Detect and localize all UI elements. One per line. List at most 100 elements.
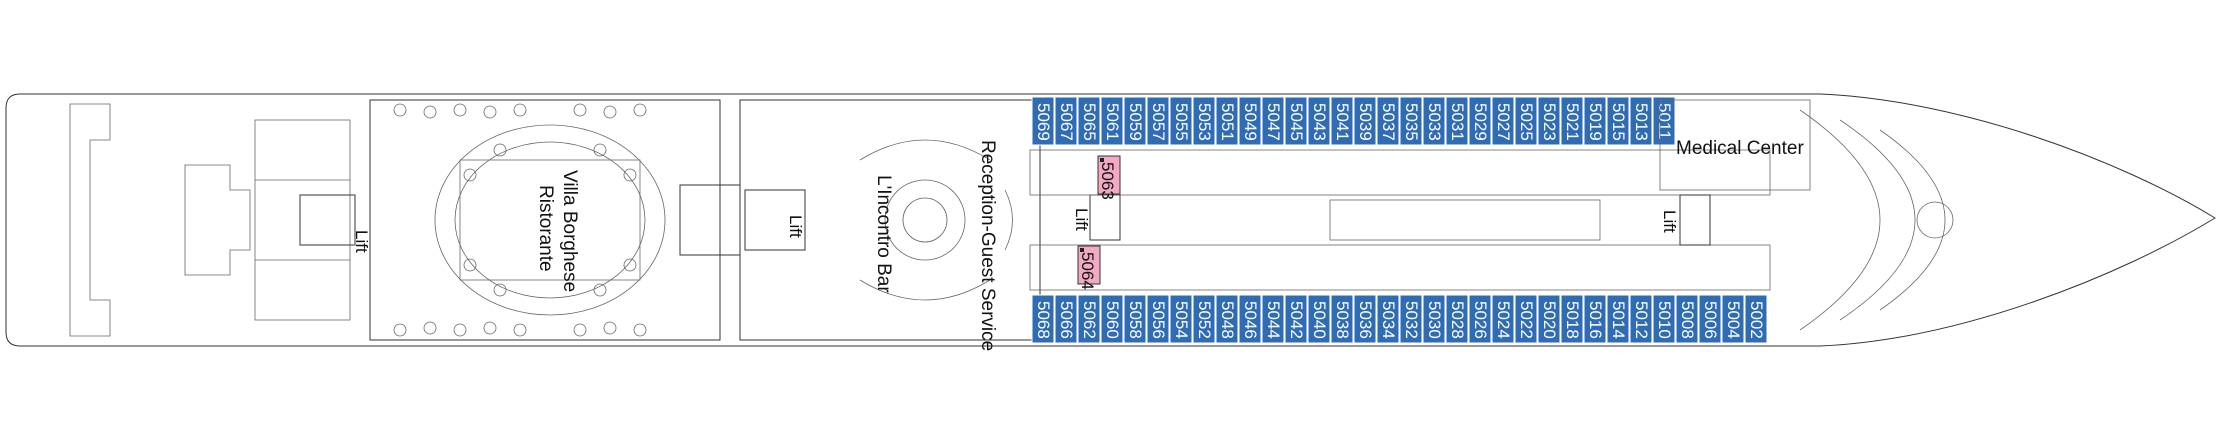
cabin-5043[interactable]: 5043 <box>1307 96 1331 146</box>
cabin-5052-number: 5052 <box>1195 301 1214 339</box>
cabin-5023-number: 5023 <box>1540 103 1559 141</box>
cabin-5011-box <box>1652 96 1676 146</box>
cabin-5028[interactable]: 5028 <box>1445 294 1469 344</box>
cabin-5052[interactable]: 5052 <box>1192 294 1216 344</box>
cabin-5053-number: 5053 <box>1195 103 1214 141</box>
cabin-5054[interactable]: 5054 <box>1169 294 1193 344</box>
cabin-5048[interactable]: 5048 <box>1215 294 1239 344</box>
cabin-5036[interactable]: 5036 <box>1353 294 1377 344</box>
cabin-5068[interactable]: 5068 <box>1031 294 1055 344</box>
cabin-5018-number: 5018 <box>1563 301 1582 339</box>
cabin-5018-box <box>1560 294 1584 344</box>
cabin-5010-box <box>1652 294 1676 344</box>
cabin-5057[interactable]: 5057 <box>1146 96 1170 146</box>
cabin-5041[interactable]: 5041 <box>1330 96 1354 146</box>
medical-center-label: Medical Center <box>1676 138 1804 159</box>
cabin-5026[interactable]: 5026 <box>1468 294 1492 344</box>
cabin-5040[interactable]: 5040 <box>1307 294 1331 344</box>
cabin-5006[interactable]: 5006 <box>1698 294 1722 344</box>
stern-detail <box>69 103 111 337</box>
cabin-5015[interactable]: 5015 <box>1606 96 1630 146</box>
table-icon <box>513 323 527 337</box>
cabin-5021-box <box>1560 96 1584 146</box>
cabin-5013[interactable]: 5013 <box>1629 96 1653 146</box>
cabin-5047[interactable]: 5047 <box>1261 96 1285 146</box>
cabin-5019[interactable]: 5019 <box>1583 96 1607 146</box>
table-icon <box>603 105 617 119</box>
cabin-5037[interactable]: 5037 <box>1376 96 1400 146</box>
cabin-5064[interactable]: 5064 <box>1077 245 1101 290</box>
cabin-5027[interactable]: 5027 <box>1491 96 1515 146</box>
cabin-5038[interactable]: 5038 <box>1330 294 1354 344</box>
cabin-5004[interactable]: 5004 <box>1721 294 1745 344</box>
cabin-5025[interactable]: 5025 <box>1514 96 1538 146</box>
cabin-5035-number: 5035 <box>1402 103 1421 141</box>
cabin-5034-number: 5034 <box>1379 301 1398 339</box>
cabin-5027-number: 5027 <box>1494 103 1513 141</box>
fwd-lift-block-1 <box>1089 194 1121 241</box>
cabin-5010[interactable]: 5010 <box>1652 294 1676 344</box>
cabin-5004-box <box>1721 294 1745 344</box>
cabin-5029[interactable]: 5029 <box>1468 96 1492 146</box>
cabin-5026-box <box>1468 294 1492 344</box>
cabin-5014[interactable]: 5014 <box>1606 294 1630 344</box>
cabin-5012[interactable]: 5012 <box>1629 294 1653 344</box>
table-icon <box>493 283 507 297</box>
cabin-5034[interactable]: 5034 <box>1376 294 1400 344</box>
cabin-5051[interactable]: 5051 <box>1215 96 1239 146</box>
cabin-5055[interactable]: 5055 <box>1169 96 1193 146</box>
cabin-5023-box <box>1537 96 1561 146</box>
cabin-5051-number: 5051 <box>1218 103 1237 141</box>
cabin-5067[interactable]: 5067 <box>1054 96 1078 146</box>
cabin-5008[interactable]: 5008 <box>1675 294 1699 344</box>
cabin-5060[interactable]: 5060 <box>1100 294 1124 344</box>
cabin-5062[interactable]: 5062 <box>1077 294 1101 344</box>
cabin-5023[interactable]: 5023 <box>1537 96 1561 146</box>
cabin-5053[interactable]: 5053 <box>1192 96 1216 146</box>
cabin-5024[interactable]: 5024 <box>1491 294 1515 344</box>
cabin-5026-number: 5026 <box>1471 301 1490 339</box>
cabin-5045[interactable]: 5045 <box>1284 96 1308 146</box>
cabin-5049[interactable]: 5049 <box>1238 96 1262 146</box>
cabin-5032[interactable]: 5032 <box>1399 294 1423 344</box>
cabin-5016-number: 5016 <box>1586 301 1605 339</box>
mid-lift-block <box>744 189 806 251</box>
cabin-5048-box <box>1215 294 1239 344</box>
cabin-5022[interactable]: 5022 <box>1514 294 1538 344</box>
mid-stairs <box>679 184 741 256</box>
cabin-5002[interactable]: 5002 <box>1744 294 1768 344</box>
restaurant-center <box>459 159 641 281</box>
cabin-5020-box <box>1537 294 1561 344</box>
cabin-5065[interactable]: 5065 <box>1077 96 1101 146</box>
cabin-5016[interactable]: 5016 <box>1583 294 1607 344</box>
cabin-5054-number: 5054 <box>1172 301 1191 339</box>
table-icon <box>593 283 607 297</box>
cabin-corridor-top <box>1029 149 1771 196</box>
cabin-5059[interactable]: 5059 <box>1123 96 1147 146</box>
cabin-5060-box <box>1100 294 1124 344</box>
cabin-5018[interactable]: 5018 <box>1560 294 1584 344</box>
cabin-5044[interactable]: 5044 <box>1261 294 1285 344</box>
cabin-5048-number: 5048 <box>1218 301 1237 339</box>
cabin-5030[interactable]: 5030 <box>1422 294 1446 344</box>
cabin-5063[interactable]: 5063 <box>1097 155 1121 200</box>
cabin-5069[interactable]: 5069 <box>1031 96 1055 146</box>
cabin-5066[interactable]: 5066 <box>1054 294 1078 344</box>
cabin-5021[interactable]: 5021 <box>1560 96 1584 146</box>
cabin-5011[interactable]: 5011 <box>1652 96 1676 146</box>
cabin-5042[interactable]: 5042 <box>1284 294 1308 344</box>
table-icon <box>633 323 647 337</box>
cabin-5035[interactable]: 5035 <box>1399 96 1423 146</box>
cabin-5046[interactable]: 5046 <box>1238 294 1262 344</box>
cabin-5058[interactable]: 5058 <box>1123 294 1147 344</box>
cabin-5056[interactable]: 5056 <box>1146 294 1170 344</box>
cabin-5031[interactable]: 5031 <box>1445 96 1469 146</box>
cabin-5061[interactable]: 5061 <box>1100 96 1124 146</box>
cabin-5024-number: 5024 <box>1494 301 1513 339</box>
cabin-5002-box <box>1744 294 1768 344</box>
cabin-5033[interactable]: 5033 <box>1422 96 1446 146</box>
cabin-5068-box <box>1031 294 1055 344</box>
cabin-5039[interactable]: 5039 <box>1353 96 1377 146</box>
cabin-5020[interactable]: 5020 <box>1537 294 1561 344</box>
